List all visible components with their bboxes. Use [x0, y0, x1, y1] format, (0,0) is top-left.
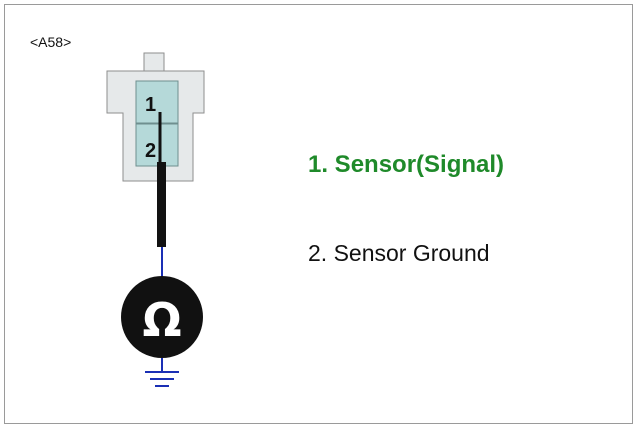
connector-id-label: <A58> — [30, 34, 72, 50]
connector-latch — [143, 52, 165, 72]
legend-item-sensor-signal: 1. Sensor(Signal) — [308, 151, 505, 178]
ohmmeter-body — [121, 276, 203, 358]
pin-2-number: 2 — [145, 140, 156, 162]
pin-1-cavity — [135, 80, 179, 124]
ground-icon — [145, 371, 179, 387]
connector: 1 2 — [106, 52, 205, 182]
ohmmeter: Ω — [121, 276, 203, 358]
pin-1-number: 1 — [145, 94, 156, 116]
ohmmeter-icon: Ω — [142, 293, 181, 347]
probe-lead — [157, 112, 166, 247]
pin-2-cavity — [135, 123, 179, 167]
legend-item-sensor-ground: 2. Sensor Ground — [308, 240, 490, 266]
probe-wire-thick — [157, 162, 166, 247]
